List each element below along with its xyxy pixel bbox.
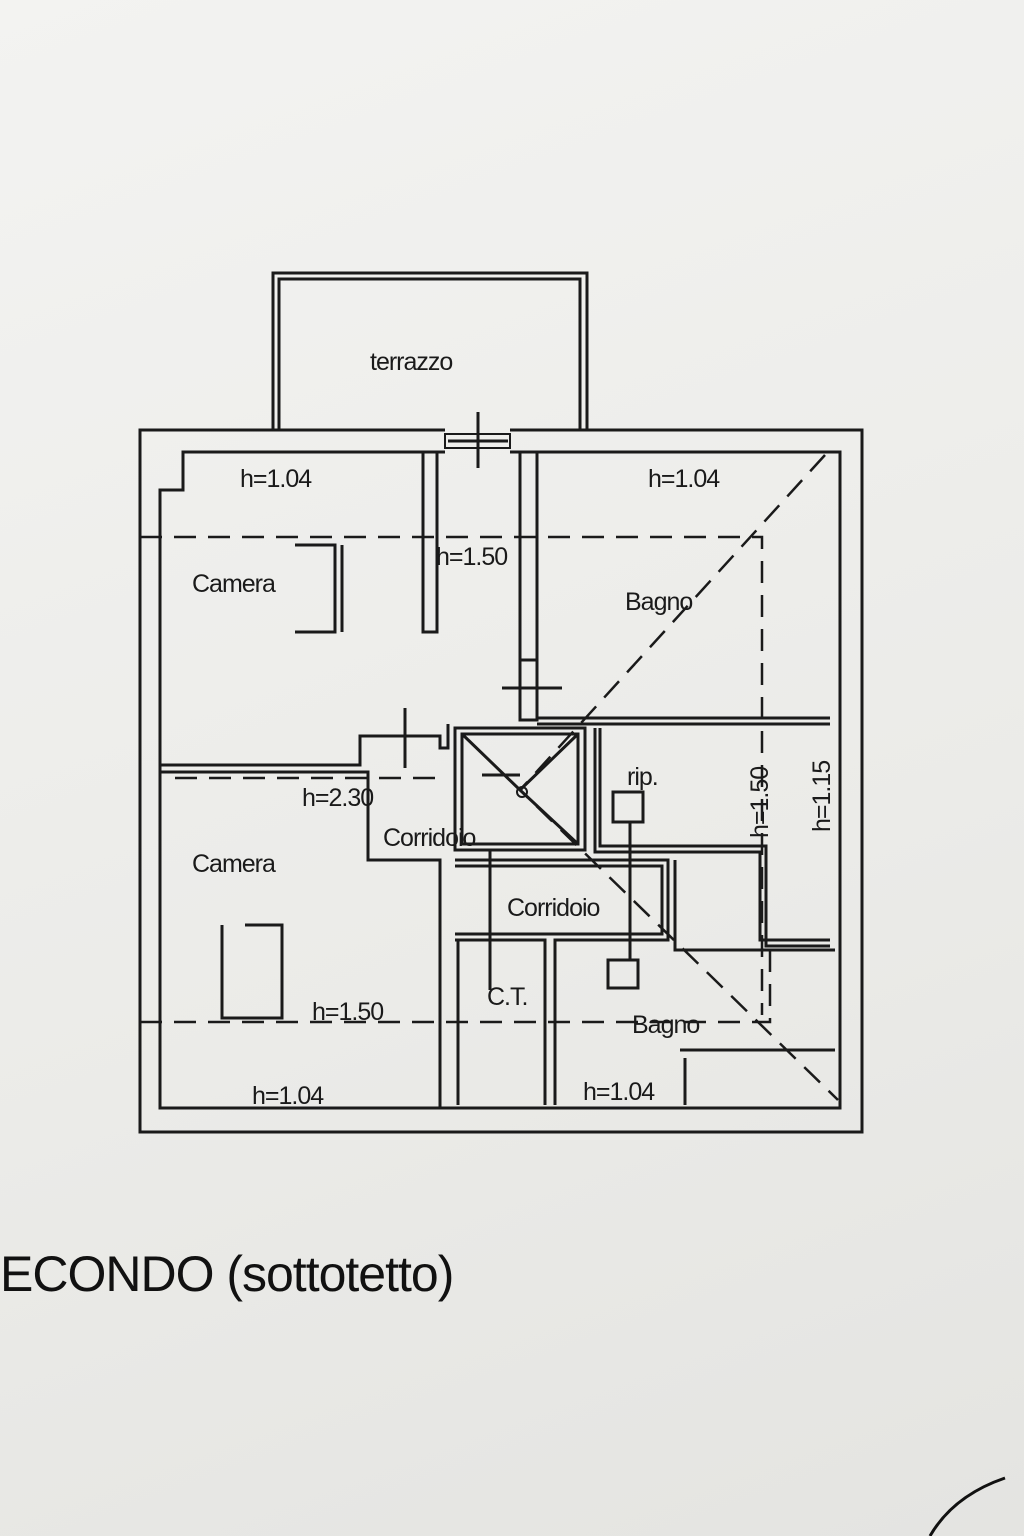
height-label: h=1.50 (746, 767, 774, 838)
room-label-ct: C.T. (487, 983, 527, 1011)
room-label-corridoio: Corridoio (383, 824, 476, 852)
plan-title: ECONDO (sottotetto) (0, 1246, 454, 1302)
height-label: h=1.50 (312, 998, 383, 1026)
height-label: h=1.15 (808, 761, 836, 832)
room-label-ripostiglio: rip. (627, 763, 658, 791)
height-label: h=1.04 (648, 465, 720, 493)
interior-walls (160, 452, 835, 1108)
room-label-bagno: Bagno (632, 1011, 699, 1039)
outer-walls (138, 412, 864, 1134)
pen-mark (928, 1476, 1006, 1536)
terrace-walls (271, 271, 589, 430)
room-label-camera: Camera (192, 850, 276, 878)
room-label-terrazzo: terrazzo (370, 348, 452, 376)
room-label-camera: Camera (192, 570, 276, 598)
ceiling-height-lines (140, 454, 839, 1101)
room-label-corridoio: Corridoio (507, 894, 600, 922)
height-label: h=1.04 (240, 465, 312, 493)
height-label: h=2.30 (302, 784, 373, 812)
height-label: h=1.50 (436, 543, 507, 571)
room-label-bagno: Bagno (625, 588, 692, 616)
height-label: h=1.04 (252, 1082, 324, 1110)
height-label: h=1.04 (583, 1078, 655, 1106)
